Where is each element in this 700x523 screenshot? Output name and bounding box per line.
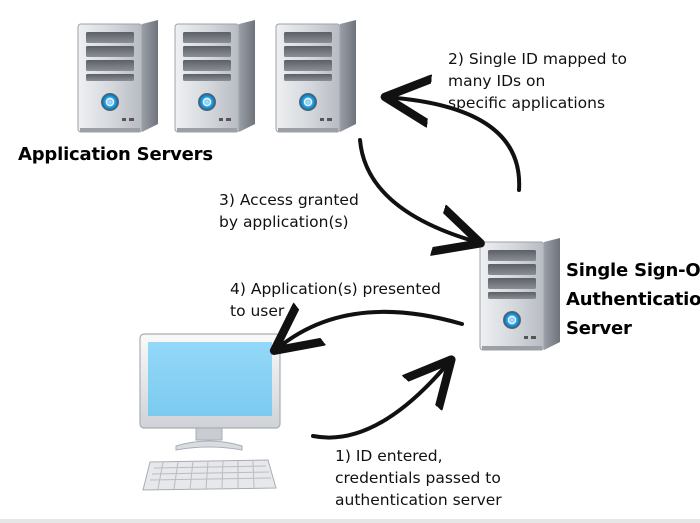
- arrow-step-4: [283, 312, 464, 344]
- step-3-line-1: 3) Access granted: [219, 191, 359, 209]
- step-1-line-1: 1) ID entered,: [335, 447, 443, 465]
- step-4-line-1: 4) Application(s) presented: [230, 280, 441, 298]
- sso-server-heading-line-1: Single Sign-On: [566, 260, 700, 281]
- step-4-line-2: to user: [230, 302, 285, 320]
- keyboard-icon: [142, 459, 277, 491]
- step-1-line-3: authentication server: [335, 491, 502, 509]
- step-3-line-2: by application(s): [219, 213, 349, 231]
- arrow-step-3: [358, 138, 470, 240]
- step-2-line-2: many IDs on: [448, 72, 546, 90]
- arrow-step-1: [311, 368, 444, 440]
- app-server-1-icon: [77, 19, 159, 133]
- app-server-2-icon: [174, 19, 256, 133]
- app-server-3-icon: [275, 19, 357, 133]
- sso-server-icon: [479, 237, 561, 351]
- sso-server-heading-line-3: Server: [566, 318, 632, 339]
- app-servers-heading: Application Servers: [18, 144, 213, 165]
- sso-server-heading-line-2: Authentication: [566, 289, 700, 310]
- step-1-line-2: credentials passed to: [335, 469, 501, 487]
- bottom-divider: [0, 519, 700, 523]
- monitor-icon: [139, 333, 281, 451]
- step-2-line-1: 2) Single ID mapped to: [448, 50, 627, 68]
- step-2-line-3: specific applications: [448, 94, 606, 112]
- arrow-step-2: [396, 98, 522, 192]
